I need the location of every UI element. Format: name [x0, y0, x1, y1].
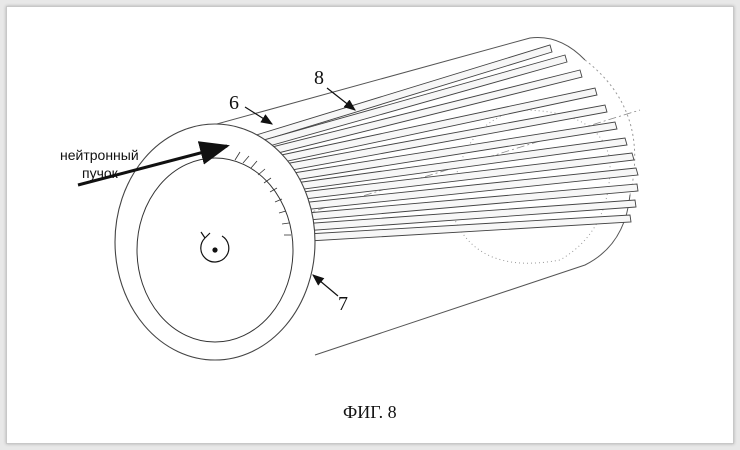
reference-numeral-7: 7	[338, 293, 348, 315]
leader-six	[244, 106, 274, 125]
reference-numeral-6: 6	[229, 92, 239, 114]
disk-serration	[234, 151, 291, 236]
fin-array	[239, 44, 639, 243]
rotation-arrow-icon	[200, 231, 230, 263]
beam-label-line1: нейтронный	[60, 147, 139, 163]
reference-numeral-8: 8	[314, 67, 324, 89]
leader-eight	[326, 87, 356, 111]
neutron-beam-arrow	[77, 141, 230, 187]
beam-label-line2: пучок	[82, 165, 119, 181]
leader-seven	[312, 274, 339, 297]
figure-caption: ФИГ. 8	[343, 402, 397, 422]
